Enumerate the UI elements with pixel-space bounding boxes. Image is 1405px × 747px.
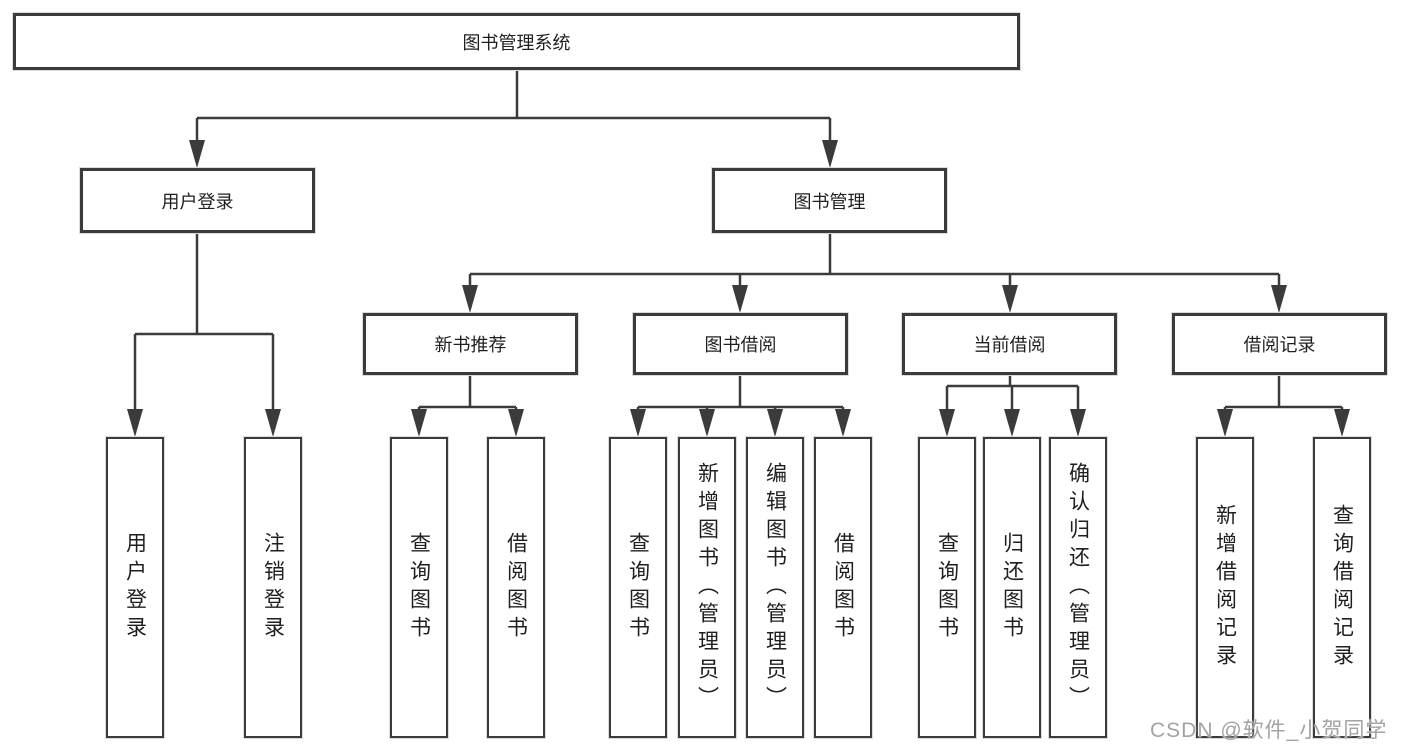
csdn-watermark: CSDN @软件_小贺同学 — [1150, 719, 1388, 742]
leaf-label: 编辑图书（管理员） — [763, 461, 787, 714]
leaf-label: 确认归还（管理员） — [1066, 461, 1090, 714]
node-book-management: 图书管理 — [712, 168, 947, 233]
node-label: 借阅记录 — [1243, 335, 1316, 355]
node-label: 新书推荐 — [434, 335, 507, 355]
leaf-label: 新增图书（管理员） — [695, 461, 719, 714]
leaf-label: 归还图书 — [1000, 531, 1024, 644]
leaf-label: 借阅图书 — [831, 531, 855, 644]
leaf-label: 查询图书 — [935, 531, 959, 644]
node-current-borrow: 当前借阅 — [902, 313, 1117, 375]
node-label: 当前借阅 — [973, 335, 1046, 355]
leaf-label: 新增借阅记录 — [1213, 503, 1237, 672]
leaf-query-books: 查询图书 — [609, 437, 667, 738]
node-new-book-recommend: 新书推荐 — [363, 313, 578, 375]
leaf-query-books: 查询图书 — [390, 437, 448, 738]
leaf-label: 查询借阅记录 — [1330, 503, 1354, 672]
leaf-label: 查询图书 — [626, 531, 650, 644]
leaf-add-book-admin: 新增图书（管理员） — [678, 437, 736, 738]
node-label: 图书借阅 — [704, 335, 777, 355]
node-label: 图书管理 — [793, 191, 866, 212]
leaf-edit-book-admin: 编辑图书（管理员） — [746, 437, 804, 738]
leaf-borrow-books: 借阅图书 — [814, 437, 872, 738]
arrowheads — [127, 140, 1350, 437]
leaf-label: 借阅图书 — [504, 531, 528, 644]
leaf-query-books: 查询图书 — [918, 437, 976, 738]
leaf-label: 注销登录 — [261, 531, 285, 644]
leaf-add-borrow-record: 新增借阅记录 — [1196, 437, 1254, 738]
leaf-logout: 注销登录 — [244, 437, 302, 738]
node-book-borrow: 图书借阅 — [633, 313, 848, 375]
node-library-management-system: 图书管理系统 — [13, 13, 1020, 70]
node-label: 图书管理系统 — [462, 32, 571, 53]
leaf-confirm-return-admin: 确认归还（管理员） — [1049, 437, 1107, 738]
leaf-label: 用户登录 — [123, 531, 147, 644]
leaf-label: 查询图书 — [407, 531, 431, 644]
node-borrow-record: 借阅记录 — [1172, 313, 1387, 375]
leaf-borrow-books: 借阅图书 — [487, 437, 545, 738]
leaf-query-borrow-record: 查询借阅记录 — [1313, 437, 1371, 738]
node-user-login: 用户登录 — [80, 168, 315, 233]
leaf-return-books: 归还图书 — [983, 437, 1041, 738]
leaf-user-login: 用户登录 — [106, 437, 164, 738]
node-label: 用户登录 — [161, 191, 234, 212]
